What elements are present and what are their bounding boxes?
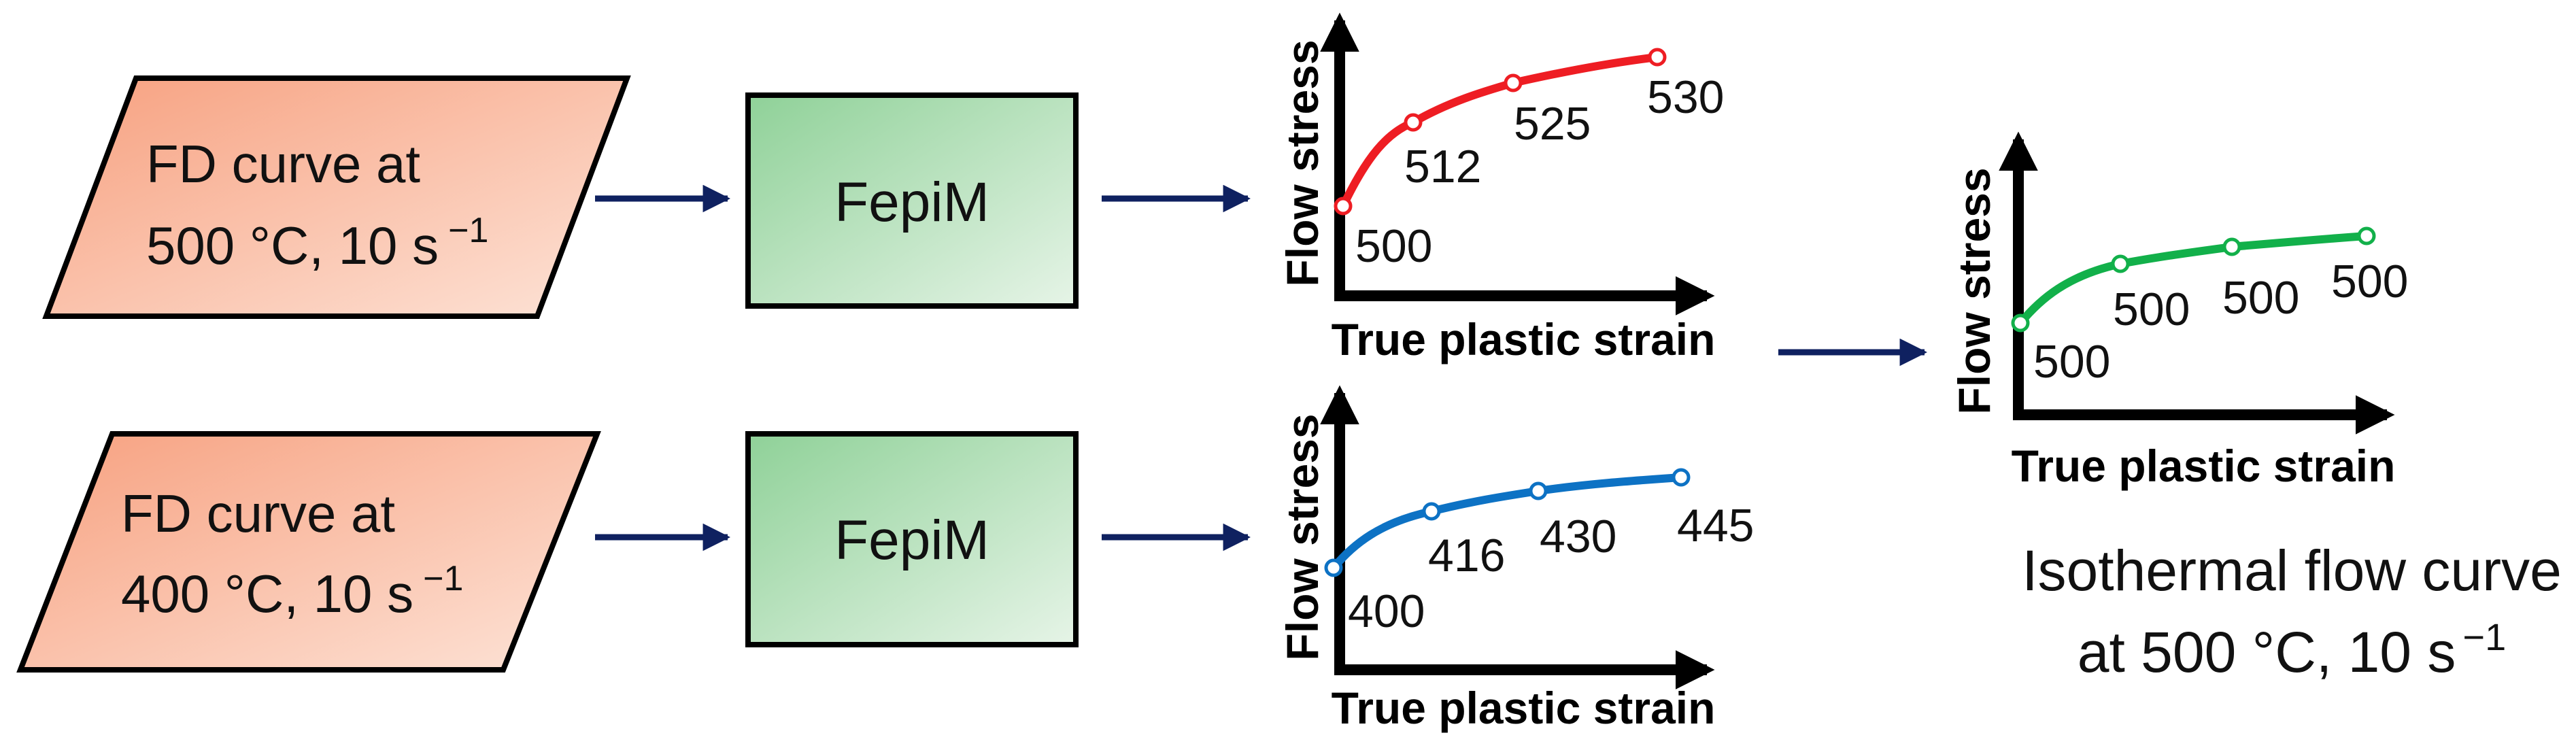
input-400-line1: FD curve at — [121, 483, 395, 543]
plot-500-point — [1334, 197, 1353, 216]
plot-400-point — [1672, 468, 1691, 487]
plot-result-point — [2111, 254, 2130, 273]
plot-500-point — [1504, 73, 1523, 92]
fepim-box-1: FepiM — [745, 92, 1079, 309]
plot-500-point-label: 530 — [1647, 71, 1724, 123]
plot-result-point — [2011, 313, 2030, 333]
plot-500-point — [1648, 48, 1667, 67]
fepim-label-2: FepiM — [834, 509, 989, 571]
plot-400-ylabel: Flow stress — [1277, 413, 1327, 660]
plot-400-point-label: 445 — [1677, 500, 1754, 551]
plot-result-point-label: 500 — [2331, 256, 2408, 307]
plot-400-point — [1529, 481, 1548, 500]
result-caption-line2: at 500 °C, 10 s−1 — [2078, 615, 2506, 684]
plot-500-point-label: 525 — [1514, 98, 1591, 150]
plot-500-point-label: 512 — [1404, 141, 1481, 192]
plot-500-xlabel: True plastic strain — [1332, 314, 1716, 364]
plot-500-curve — [1339, 53, 1661, 210]
fepim-label-1: FepiM — [834, 171, 989, 233]
plot-400-point — [1422, 502, 1441, 521]
input-400-line2: 400 °C, 10 s−1 — [121, 559, 463, 624]
plot-result-point — [2357, 226, 2376, 245]
plot-result: Flow stress True plastic strain 500 500 … — [1949, 131, 2408, 491]
plot-400-point-label: 400 — [1348, 585, 1425, 637]
plot-400-point — [1324, 558, 1343, 577]
plot-result-point-label: 500 — [2113, 284, 2190, 335]
plot-500-point-label: 500 — [1355, 220, 1432, 272]
plot-result-curve — [2016, 232, 2371, 327]
plot-result-point-label: 500 — [2222, 272, 2299, 324]
plot-400-point-label: 416 — [1428, 530, 1505, 581]
input-parallelogram-400: FD curve at 400 °C, 10 s−1 — [16, 431, 601, 673]
plot-result-ylabel: Flow stress — [1949, 167, 1999, 414]
plot-500: Flow stress True plastic strain 500 512 … — [1277, 12, 1724, 364]
result-caption-line1: Isothermal flow curve — [2022, 539, 2562, 602]
fepim-box-2: FepiM — [745, 431, 1079, 647]
result-caption: Isothermal flow curve at 500 °C, 10 s−1 — [2022, 539, 2562, 684]
plot-500-point — [1404, 113, 1423, 132]
plot-500-ylabel: Flow stress — [1277, 39, 1327, 286]
plot-result-xlabel: True plastic strain — [2012, 441, 2396, 491]
plot-result-point — [2222, 237, 2241, 256]
plot-result-point-label: 500 — [2033, 336, 2110, 388]
input-500-line2: 500 °C, 10 s−1 — [146, 211, 488, 275]
plot-400-point-label: 430 — [1540, 511, 1616, 562]
input-500-line1: FD curve at — [146, 134, 420, 194]
plot-400: Flow stress True plastic strain 400 416 … — [1277, 385, 1754, 733]
input-parallelogram-500: FD curve at 500 °C, 10 s−1 — [42, 75, 631, 319]
plot-400-curve — [1329, 473, 1685, 572]
plot-400-xlabel: True plastic strain — [1332, 683, 1716, 733]
